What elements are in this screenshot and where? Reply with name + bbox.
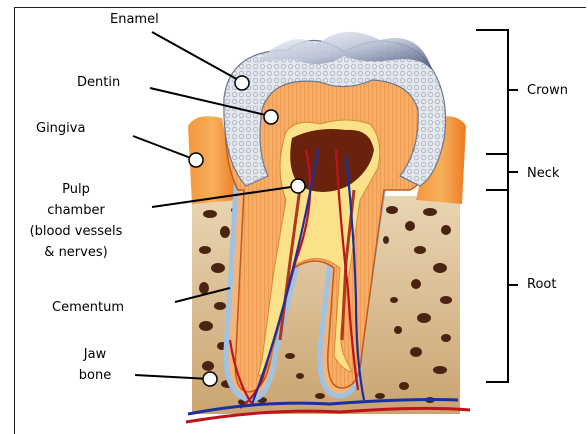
dentin-label: Dentin (77, 72, 120, 93)
pulp-label-line1: Pulp (12, 179, 140, 200)
cementum-label: Cementum (52, 297, 124, 318)
enamel-label: Enamel (110, 9, 159, 30)
jaw-label-line2: bone (70, 365, 120, 386)
neck-label: Neck (527, 163, 559, 184)
pulp-label-line4: & nerves) (12, 242, 140, 263)
pulp-label-line3: (blood vessels (12, 221, 140, 242)
region-brackets (476, 30, 518, 382)
pulp-label-line2: chamber (12, 200, 140, 221)
jaw-bone-label: Jaw bone (70, 344, 120, 386)
gingiva-label: Gingiva (36, 118, 85, 139)
pulp-chamber-label: Pulp chamber (blood vessels & nerves) (12, 179, 140, 263)
root-label: Root (527, 274, 556, 295)
crown-label: Crown (527, 80, 568, 101)
jaw-label-line1: Jaw (70, 344, 120, 365)
